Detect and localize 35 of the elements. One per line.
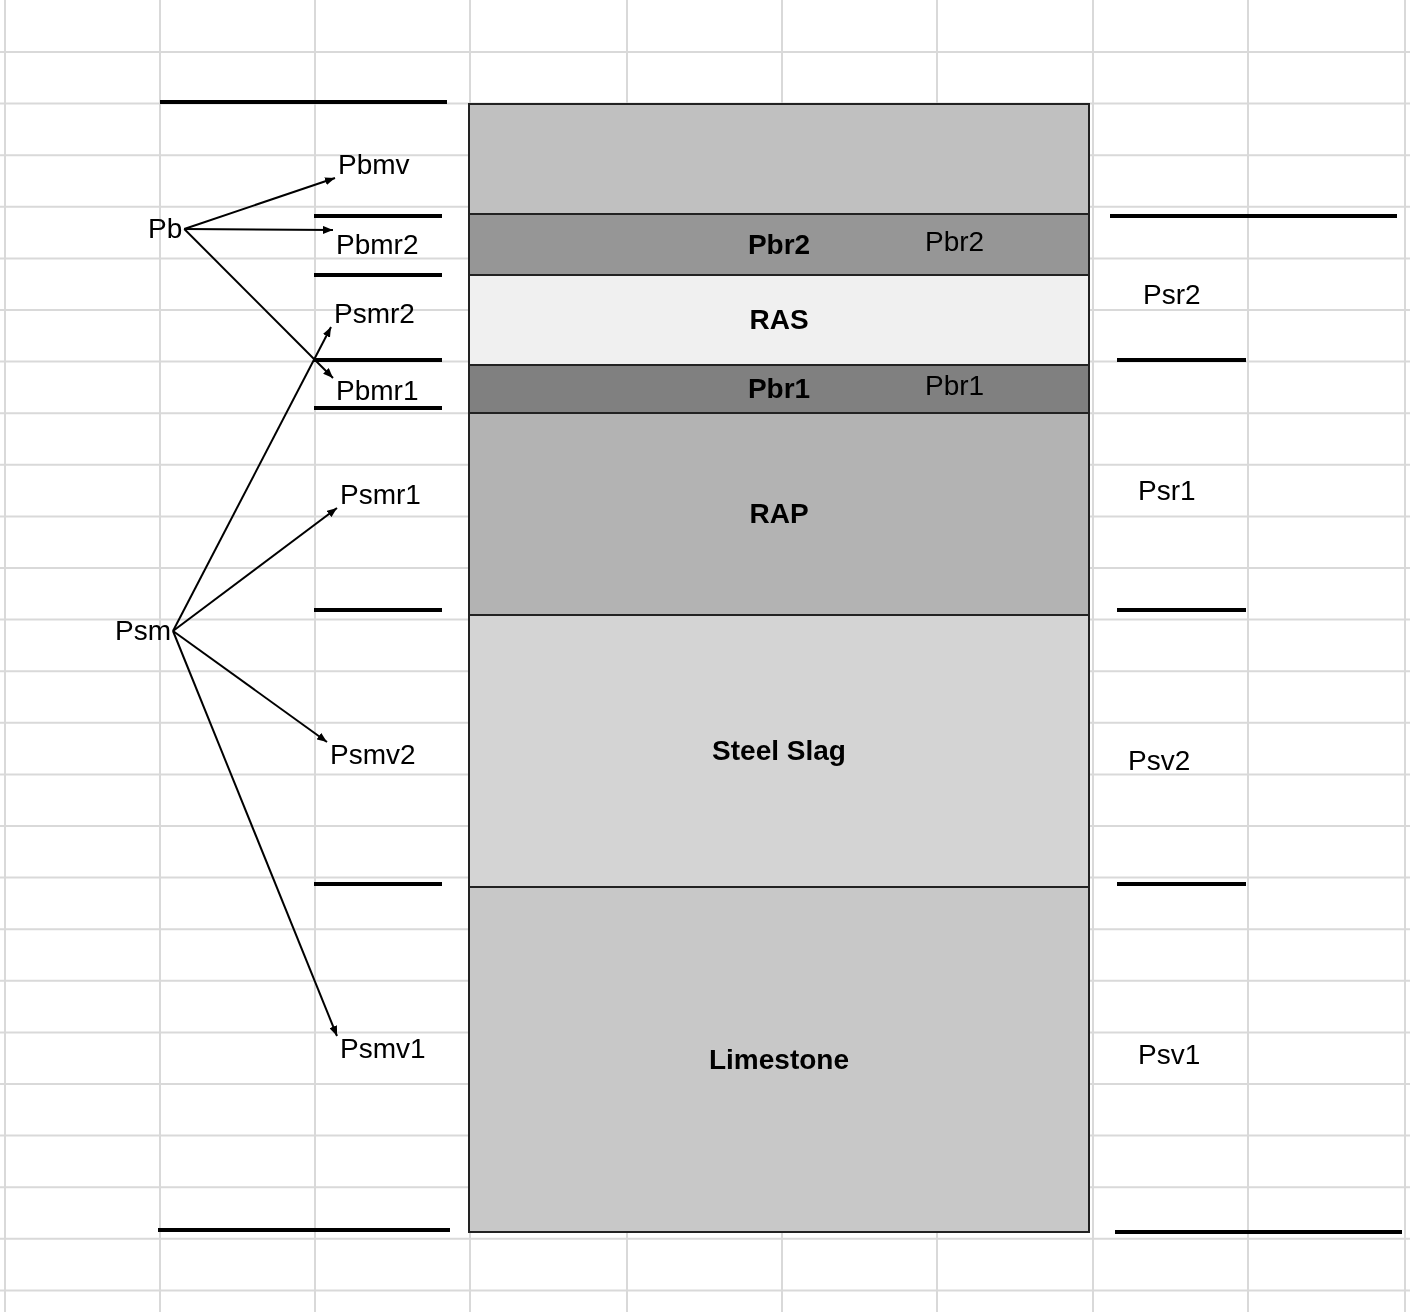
layer-name: Pbr2 [747, 228, 811, 261]
variable-label: Psmv2 [330, 738, 416, 772]
layer-band [468, 614, 1090, 888]
variable-label: Pbr2 [925, 225, 985, 258]
layer-name: Limestone [709, 1043, 849, 1076]
arrow [172, 630, 338, 1037]
variable-label: Psr1 [1138, 474, 1196, 508]
layer-name: Steel Slag [712, 735, 846, 767]
variable-label: Psmr2 [334, 297, 415, 331]
arrow [172, 507, 338, 632]
layer-band [468, 213, 1090, 276]
layer-name: Pbr1 [747, 373, 811, 405]
variable-label: Pbmr2 [336, 228, 419, 262]
arrow [172, 630, 328, 743]
layer-band [468, 364, 1090, 414]
variable-label: Pb [148, 212, 183, 246]
variable-label: Pbmv [338, 148, 410, 182]
variable-label: Psv1 [1138, 1038, 1201, 1072]
variable-label: Psv2 [1128, 744, 1191, 778]
arrow [183, 225, 334, 234]
variable-label: Psm [115, 614, 171, 648]
layer-band [468, 274, 1090, 366]
arrow [172, 326, 332, 632]
arrow [183, 177, 336, 230]
variable-label: Pbmr1 [336, 374, 419, 408]
layer-band [468, 412, 1090, 616]
variable-label: Psmr1 [340, 478, 421, 512]
layer-name: RAS [749, 304, 809, 336]
layer-band [468, 103, 1090, 215]
variable-label: Psmv1 [340, 1032, 426, 1066]
arrow [183, 228, 334, 379]
variable-label: Psr2 [1143, 278, 1201, 312]
variable-label: Pbr1 [925, 370, 985, 403]
layer-band [468, 886, 1090, 1233]
layer-name: RAP [749, 498, 809, 530]
